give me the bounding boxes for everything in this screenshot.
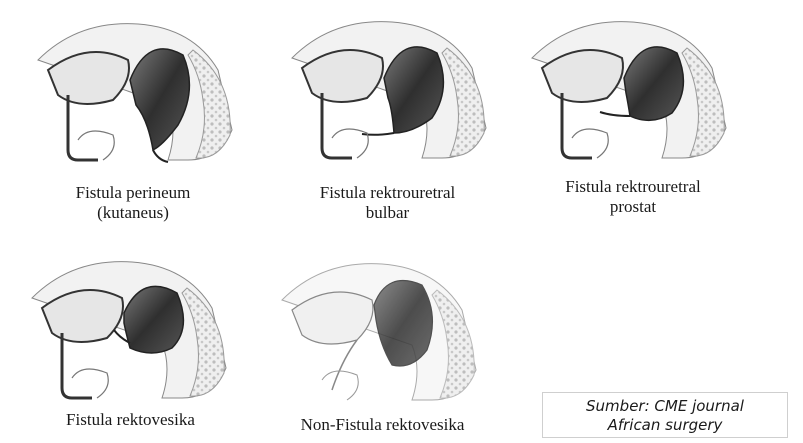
caption-fistula-bulbar: Fistula rektrouretral bulbar [265,183,510,223]
source-line: African surgery [543,416,787,435]
caption-line: Fistula rektovesika [18,410,243,430]
caption-line: Fistula rektrouretral [518,177,748,197]
source-line: Sumber: CME journal [543,397,787,416]
anatomy-illustration [12,248,242,408]
caption-fistula-prostat: Fistula rektrouretral prostat [518,177,748,217]
diagram-panel-fistula-perineum [18,10,248,170]
caption-line: (kutaneus) [18,203,248,223]
diagram-panel-fistula-rektovesika [12,248,242,408]
source-citation-box: Sumber: CME journal African surgery [542,392,788,438]
anatomy-illustration [18,10,248,170]
caption-line: Non-Fistula rektovesika [255,415,510,435]
anatomy-illustration [262,250,492,410]
caption-line: Fistula perineum [18,183,248,203]
caption-line: prostat [518,197,748,217]
anatomy-illustration [272,8,502,168]
anatomy-illustration [512,8,742,168]
caption-fistula-perineum: Fistula perineum (kutaneus) [18,183,248,223]
diagram-panel-fistula-prostat [512,8,742,168]
caption-line: bulbar [265,203,510,223]
diagram-panel-non-fistula-rektovesika [262,250,492,410]
diagram-panel-fistula-bulbar [272,8,502,168]
caption-non-fistula-rektovesika: Non-Fistula rektovesika [255,415,510,435]
caption-line: Fistula rektrouretral [265,183,510,203]
caption-fistula-rektovesika: Fistula rektovesika [18,410,243,430]
